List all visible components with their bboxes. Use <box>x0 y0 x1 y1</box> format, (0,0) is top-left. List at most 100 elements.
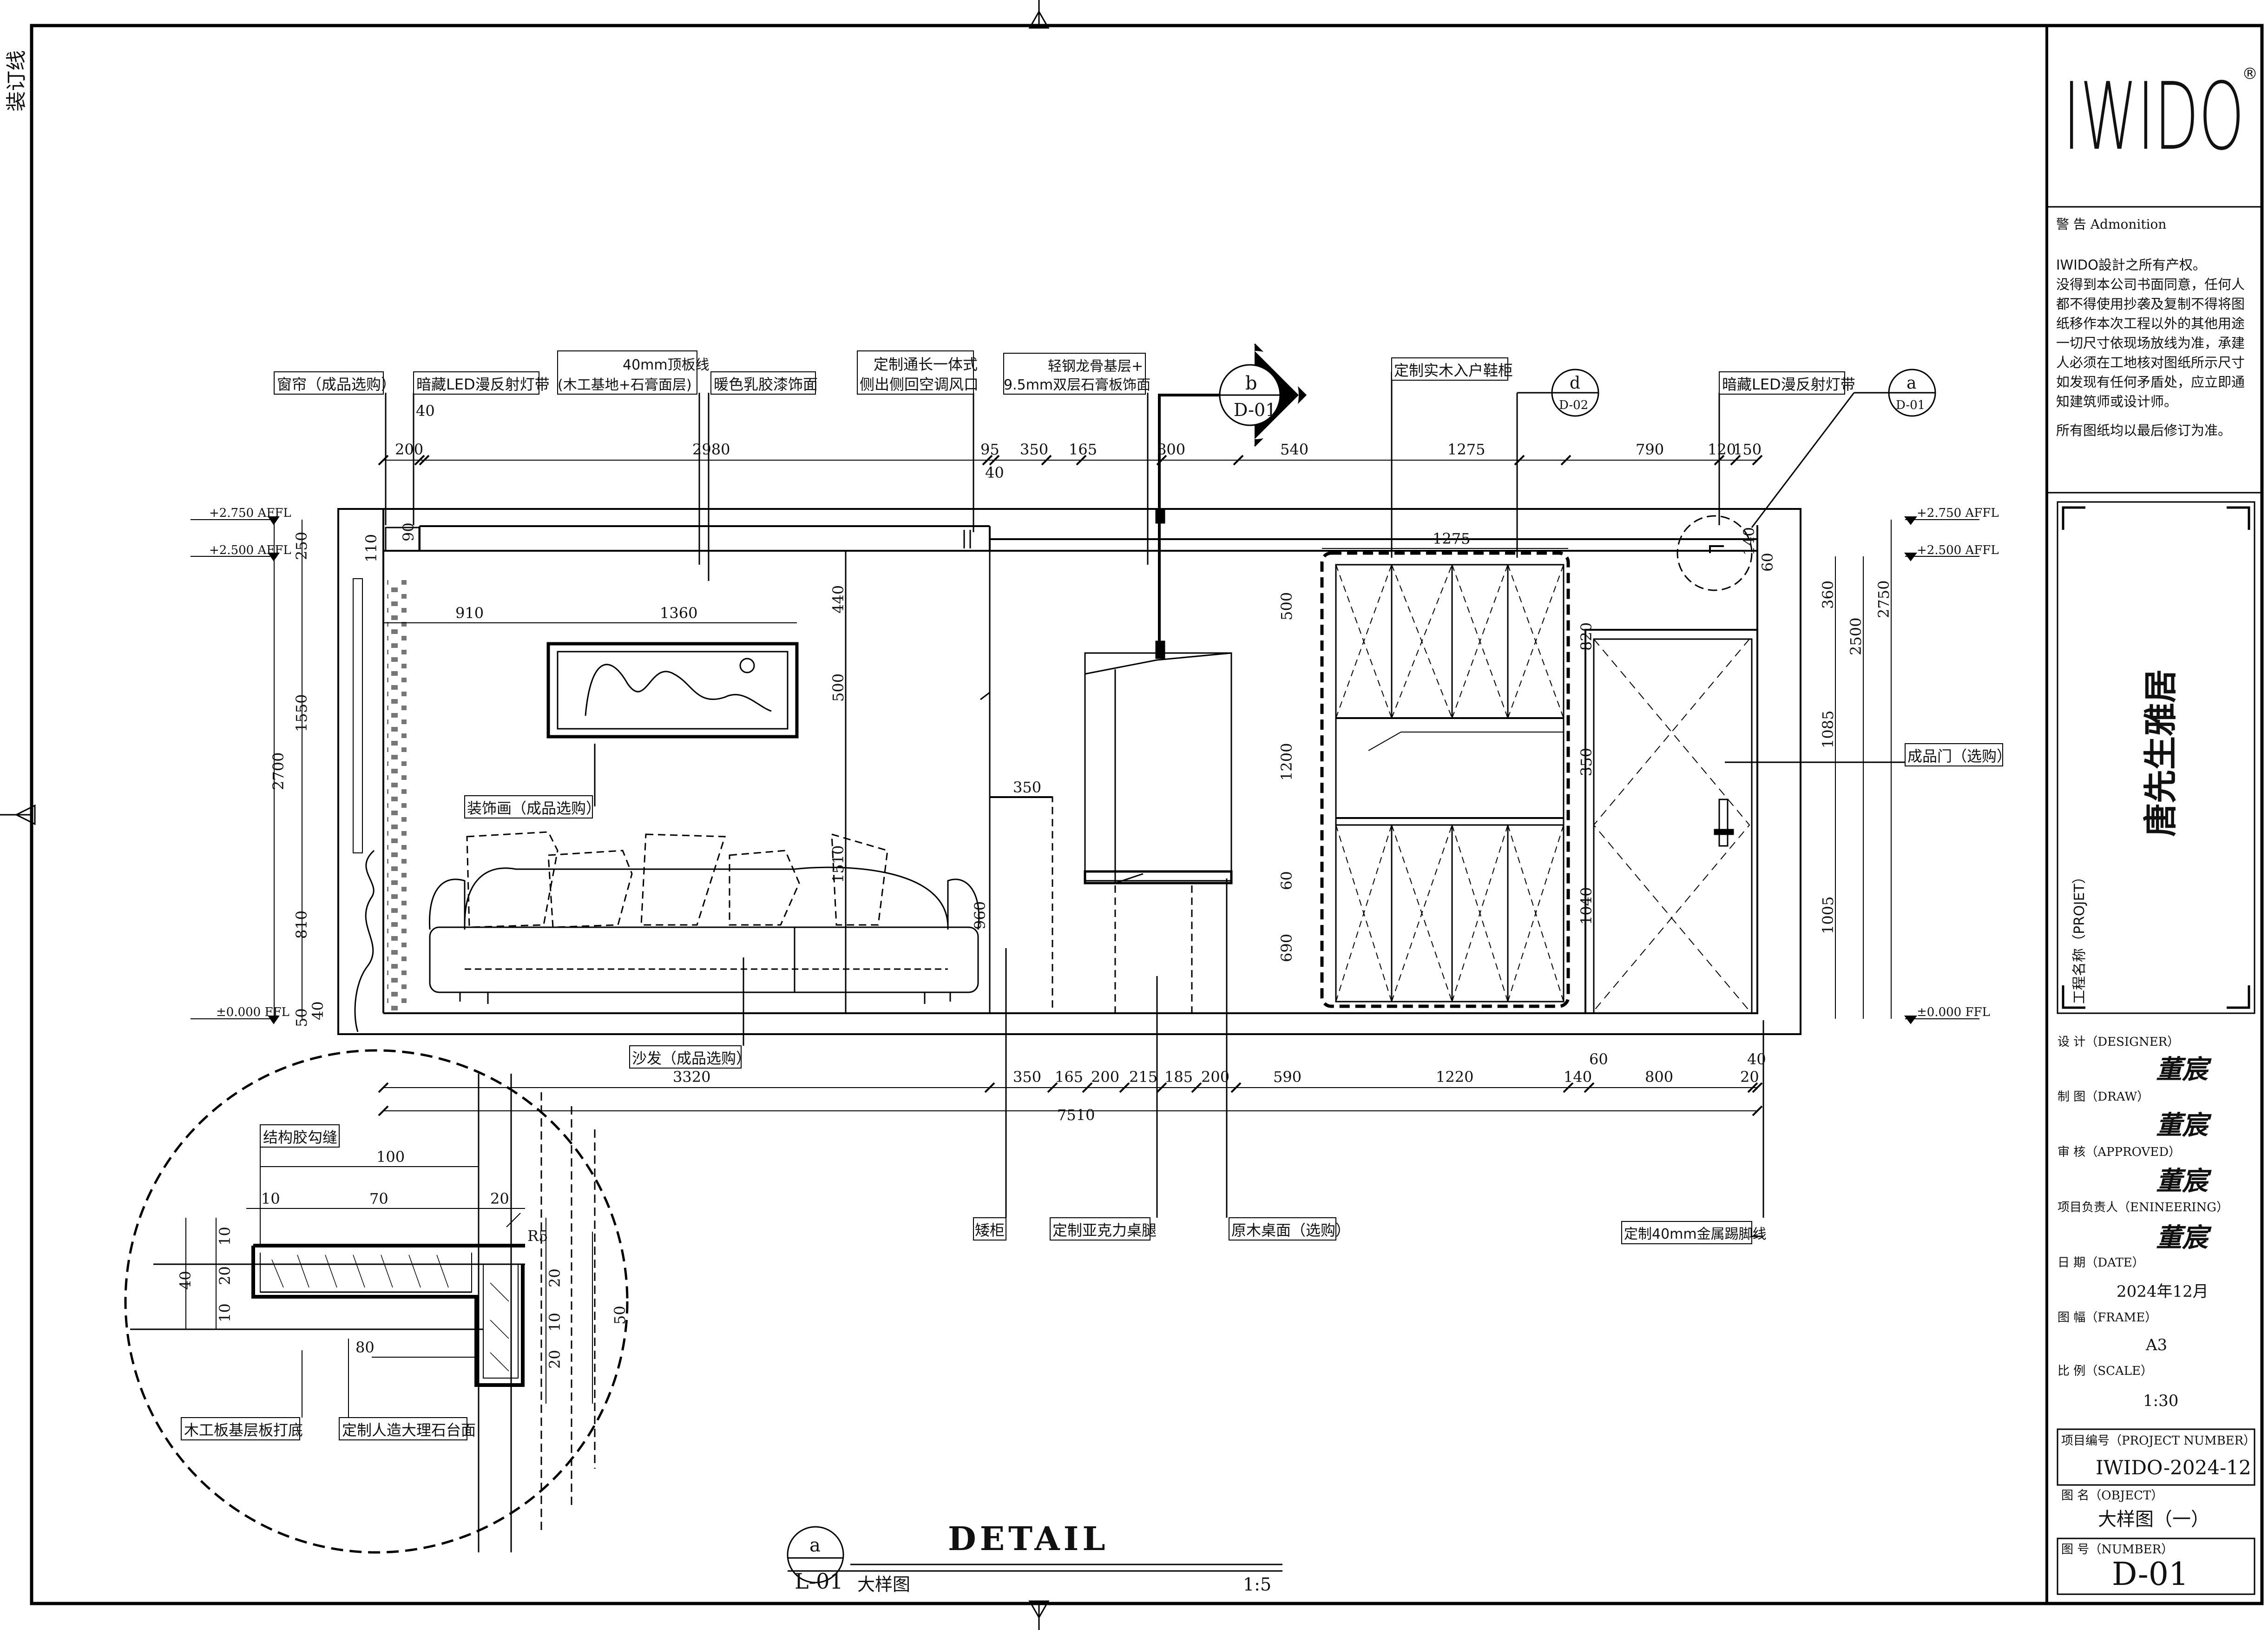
detail-dimension: 70 <box>369 1190 388 1208</box>
project-number-value: IWIDO-2024-12 <box>2096 1456 2251 1479</box>
left-dimension: 2700 <box>270 752 287 790</box>
callout-ceiling-line-2: (木工基地+石膏面层) <box>558 377 692 393</box>
section-b-sheet: D-01 <box>1234 400 1276 420</box>
callout-labels: 窗帘（成品选购） 暗藏LED漫反射灯带 40mm顶板线 (木工基地+石膏面层) … <box>274 350 2012 1244</box>
callout-curtain: 窗帘（成品选购） <box>277 376 396 393</box>
detail-dimension: 10 <box>216 1227 234 1246</box>
number-value: D-01 <box>2112 1556 2189 1593</box>
bottom-extra-dimension: 60 <box>1589 1050 1608 1068</box>
admonition-line: 所有图纸均以最后修订为准。 <box>2056 422 2231 438</box>
bottom-dimension: 3320 <box>673 1068 710 1086</box>
callout-led-left: 暗藏LED漫反射灯带 <box>416 376 550 393</box>
frame-label: 图 幅（FRAME） <box>2058 1311 2157 1325</box>
section-a-sheet: D-01 <box>1896 398 1925 412</box>
bottom-dimension: 20 <box>1740 1068 1759 1086</box>
level-left-2750: +2.750 AFFL <box>209 506 291 520</box>
draw-signature: 董宸 <box>2156 1110 2212 1141</box>
detail-title-block: a L-01 DETAIL 大样图 1:5 <box>787 1519 1282 1595</box>
detail-dimension: 10 <box>546 1313 564 1332</box>
bottom-dimension: 200 <box>1091 1068 1119 1086</box>
detail-dimension: 20 <box>216 1266 234 1285</box>
bottom-extra-dimension: 40 <box>1747 1050 1766 1068</box>
detail-dimension: 20 <box>546 1268 564 1287</box>
top-dimension: 40 <box>416 402 435 420</box>
level-left-2500: +2.500 AFFL <box>209 543 291 557</box>
engineering-label: 项目负责人（ENINEERING） <box>2058 1201 2229 1214</box>
number-label: 图 号（NUMBER） <box>2061 1543 2173 1557</box>
callout-led-right: 暗藏LED漫反射灯带 <box>1722 376 1855 393</box>
frame-value: A3 <box>2145 1336 2167 1354</box>
bottom-dimension: 165 <box>1055 1068 1083 1086</box>
inner-dimension: 1275 <box>1433 530 1470 548</box>
detail-scale: 1:5 <box>1243 1574 1271 1595</box>
project-name: 唐先生雅居 <box>2141 669 2180 837</box>
project-name-label: 工程名称（PROJET） <box>2071 870 2088 1004</box>
callout-low-cabinet: 矮柜 <box>975 1221 1005 1239</box>
section-a-letter: a <box>1906 374 1916 393</box>
bottom-dimension: 215 <box>1129 1068 1157 1086</box>
callout-latex-paint: 暖色乳胶漆饰面 <box>714 376 818 393</box>
top-dimension: 2980 <box>692 441 730 458</box>
bottom-dimension: 185 <box>1164 1068 1193 1086</box>
dimension-ticks <box>378 455 1763 1116</box>
bottom-dimension: 350 <box>1013 1068 1041 1086</box>
callout-gypsum-2: 9.5mm双层石膏板饰面 <box>1004 377 1150 393</box>
inner-dimension: 820 <box>1578 622 1595 651</box>
detail-callout-plywood: 木工板基层板打底 <box>184 1421 303 1439</box>
dimension-lines <box>274 460 1892 1111</box>
object-value: 大样图（一） <box>2098 1509 2209 1530</box>
admonition-line: 一切尺寸依现场放线为准，承建 <box>2056 335 2245 351</box>
bottom-dimension: 140 <box>1564 1068 1592 1086</box>
right-dimension: 140 <box>1740 527 1758 555</box>
callout-shoe-cabinet: 定制实木入户鞋柜 <box>1394 362 1513 379</box>
admonition-line: 纸移作本次工程以外的其他用途 <box>2056 316 2245 331</box>
detail-dimension: 40 <box>177 1271 194 1290</box>
date-label: 日 期（DATE） <box>2058 1256 2144 1270</box>
callout-ceiling-line-1: 40mm顶板线 <box>623 357 710 373</box>
inner-dimension: 910 <box>455 604 484 622</box>
inner-dimension: 440 <box>829 585 847 614</box>
callout-metal-skirting: 定制40mm金属踢脚线 <box>1624 1226 1767 1242</box>
bottom-dimension: 590 <box>1273 1068 1302 1086</box>
top-dimension: 800 <box>1157 441 1185 458</box>
top-dimension: 150 <box>1733 441 1762 458</box>
level-right-0: ±0.000 FFL <box>1917 1005 1990 1019</box>
callout-sofa: 沙发（成品选购） <box>632 1049 751 1067</box>
detail-dimension: 10 <box>216 1303 234 1322</box>
detail-callout-glue-joint: 结构胶勾缝 <box>263 1128 337 1146</box>
bottom-total-dimension: 7510 <box>1057 1106 1095 1124</box>
callout-entry-door: 成品门（选购） <box>1907 747 2012 765</box>
date-value: 2024年12月 <box>2117 1282 2209 1301</box>
left-dimension: 250 <box>293 532 310 560</box>
inner-dimension: 1510 <box>829 845 847 883</box>
right-dimension: 360 <box>1819 581 1837 609</box>
detail-dimension: 100 <box>376 1148 405 1166</box>
detail-dimension: 20 <box>490 1190 509 1208</box>
left-dimension: 110 <box>362 534 380 562</box>
section-d-letter: d <box>1570 374 1580 393</box>
project-box <box>2057 501 2255 1014</box>
centering-marks <box>0 0 1050 1630</box>
top-dimension: 165 <box>1069 441 1097 458</box>
top-dimension: 540 <box>1280 441 1308 458</box>
inner-dimension: 500 <box>829 673 847 702</box>
detail-caption: 大样图 <box>857 1574 910 1595</box>
admonition-line: 人必须在工地核对图纸所示尺寸 <box>2056 355 2245 370</box>
right-dimension: 1085 <box>1819 711 1837 748</box>
inner-dimension: 1040 <box>1578 887 1595 925</box>
section-marker-d: d D-02 <box>1516 369 1599 558</box>
scale-label: 比 例（SCALE） <box>2058 1364 2153 1378</box>
bottom-dimension: 800 <box>1645 1068 1673 1086</box>
callout-painting: 装饰画（成品选购） <box>467 799 601 817</box>
binding-line-label: 装订线 <box>5 50 28 112</box>
detail-dimension: 80 <box>355 1339 375 1356</box>
top-dimension: 200 <box>395 441 423 458</box>
callout-ac-vent-2: 侧出侧回空调风口 <box>860 376 979 393</box>
inner-dimension: 1360 <box>660 604 697 622</box>
